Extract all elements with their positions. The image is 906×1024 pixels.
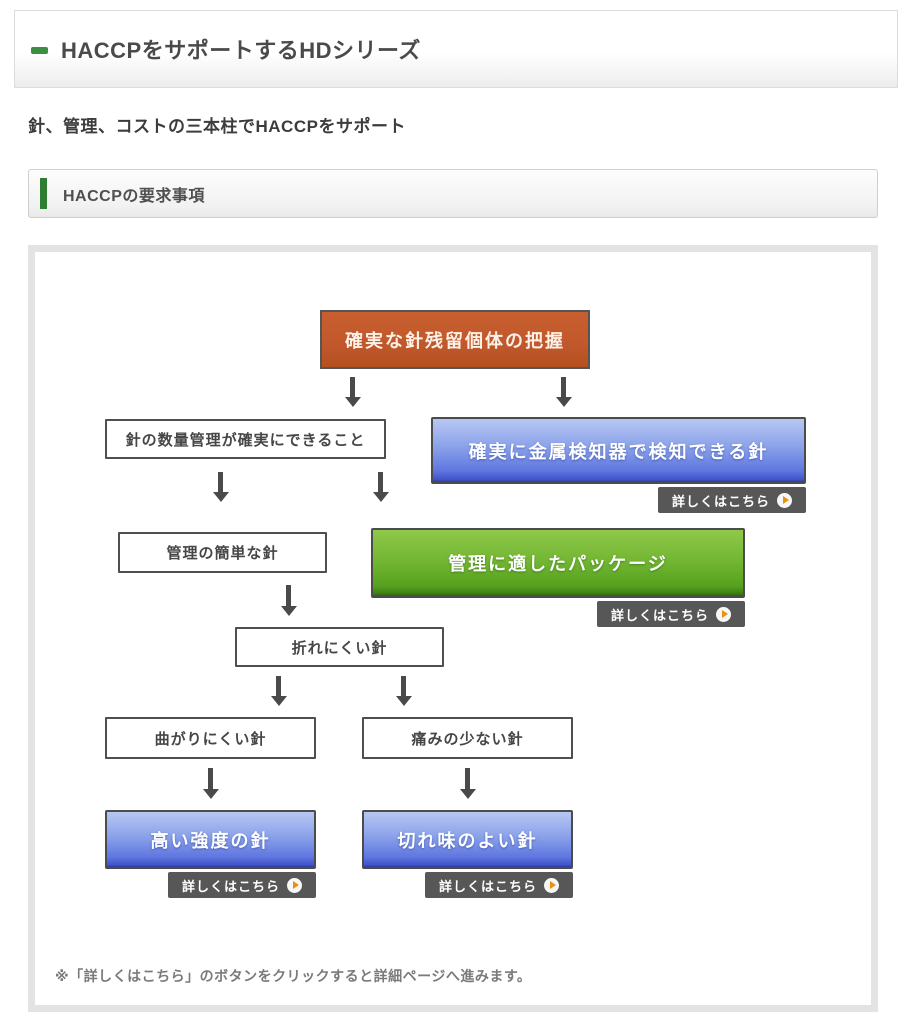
node-bend-resistant-needle: 曲がりにくい針 (105, 717, 316, 759)
green-dash-icon (31, 46, 48, 54)
page-header: HACCPをサポートするHDシリーズ (14, 10, 898, 88)
section-header: HACCPの要求事項 (28, 169, 878, 218)
arrow-down-icon (208, 768, 213, 790)
node-quantity-management: 針の数量管理が確実にできること (105, 419, 386, 459)
arrow-down-icon (378, 472, 383, 493)
node-management-package[interactable]: 管理に適したパッケージ (371, 528, 745, 598)
play-circle-icon (544, 877, 559, 893)
play-circle-icon (287, 877, 302, 893)
details-button-label: 詳しくはこちら (181, 878, 280, 894)
details-button-management-package[interactable]: 詳しくはこちら (597, 601, 745, 627)
section-title: HACCPの要求事項 (63, 187, 205, 205)
node-grasp-residual-needles: 確実な針残留個体の把握 (320, 310, 590, 369)
arrow-down-icon (350, 377, 355, 398)
details-button-label: 詳しくはこちら (438, 878, 537, 894)
diagram-note: ※「詳しくはこちら」のボタンをクリックすると詳細ページへ進みます。 (55, 968, 532, 984)
page-subtitle: 針、管理、コストの三本柱でHACCPをサポート (28, 117, 406, 136)
arrow-down-icon (218, 472, 223, 493)
node-high-strength-needle[interactable]: 高い強度の針 (105, 810, 316, 869)
arrow-down-icon (286, 585, 291, 607)
node-metal-detectable-needle[interactable]: 確実に金属検知器で検知できる針 (431, 417, 806, 484)
node-sharp-needle[interactable]: 切れ味のよい針 (362, 810, 573, 869)
details-button-high-strength[interactable]: 詳しくはこちら (168, 872, 316, 898)
play-circle-icon (716, 606, 731, 622)
section-accent-bar (40, 178, 47, 209)
details-button-label: 詳しくはこちら (671, 493, 770, 509)
arrow-down-icon (561, 377, 566, 398)
node-easy-to-manage-needle: 管理の簡単な針 (118, 532, 327, 573)
arrow-down-icon (276, 676, 281, 697)
arrow-down-icon (401, 676, 406, 697)
details-button-sharp[interactable]: 詳しくはこちら (425, 872, 573, 898)
details-button-metal-detectable[interactable]: 詳しくはこちら (658, 487, 806, 513)
node-break-resistant-needle: 折れにくい針 (235, 627, 444, 667)
page-title: HACCPをサポートするHDシリーズ (61, 38, 421, 63)
arrow-down-icon (465, 768, 470, 790)
details-button-label: 詳しくはこちら (610, 607, 709, 623)
node-less-pain-needle: 痛みの少ない針 (362, 717, 573, 759)
play-circle-icon (777, 492, 792, 508)
